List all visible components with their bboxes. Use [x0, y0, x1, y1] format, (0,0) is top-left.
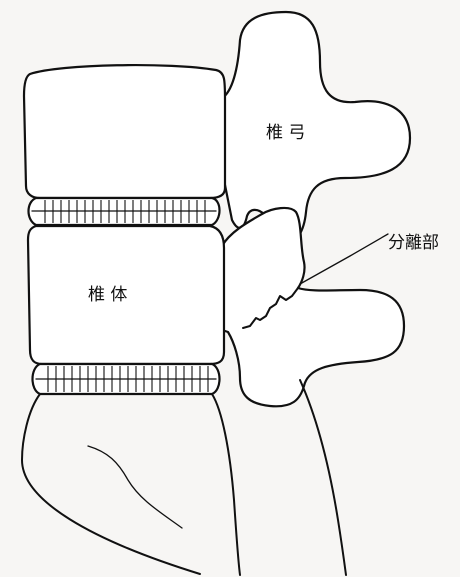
separation-label: 分離部	[388, 233, 439, 253]
upper-vertebral-arch	[222, 12, 410, 242]
vertebral-body-label: 椎 体	[88, 285, 127, 305]
lower-segment-outline	[22, 394, 200, 574]
separation-leader-line	[300, 234, 388, 284]
lower-segment-right-edge	[212, 394, 240, 575]
upper-vertebral-body	[24, 65, 225, 198]
lower-vertebral-arch	[222, 208, 404, 406]
vertebral-arch-label: 椎 弓	[266, 123, 305, 143]
sacral-curve	[88, 446, 182, 528]
lower-arch-posterior-edge	[300, 380, 346, 575]
